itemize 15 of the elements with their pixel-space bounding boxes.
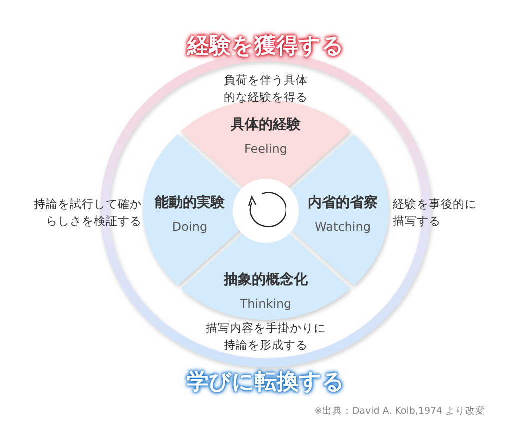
sector-subtitle: Watching	[315, 219, 371, 236]
sector-subtitle: Doing	[172, 219, 208, 236]
description: 持論を試行して確からしさを検証する	[33, 196, 142, 230]
description: 負荷を伴う具体的な経験を得る	[223, 72, 309, 106]
sector-title: 具体的経験	[231, 116, 301, 135]
source-note: ※出典：David A. Kolb,1974 より改変	[313, 405, 487, 419]
description: 経験を事後的に描写する	[393, 196, 477, 230]
heading: 経験を獲得する	[146, 30, 386, 63]
description: 描写内容を手掛かりに持論を形成する	[206, 320, 326, 354]
sector-subtitle: Thinking	[240, 296, 292, 313]
sector-title: 能動的実験	[155, 194, 225, 213]
sector-title: 内省的省察	[308, 194, 378, 213]
sector-subtitle: Feeling	[244, 141, 288, 158]
heading: 学びに転換する	[146, 366, 386, 399]
sector-title: 抽象的概念化	[224, 271, 308, 290]
